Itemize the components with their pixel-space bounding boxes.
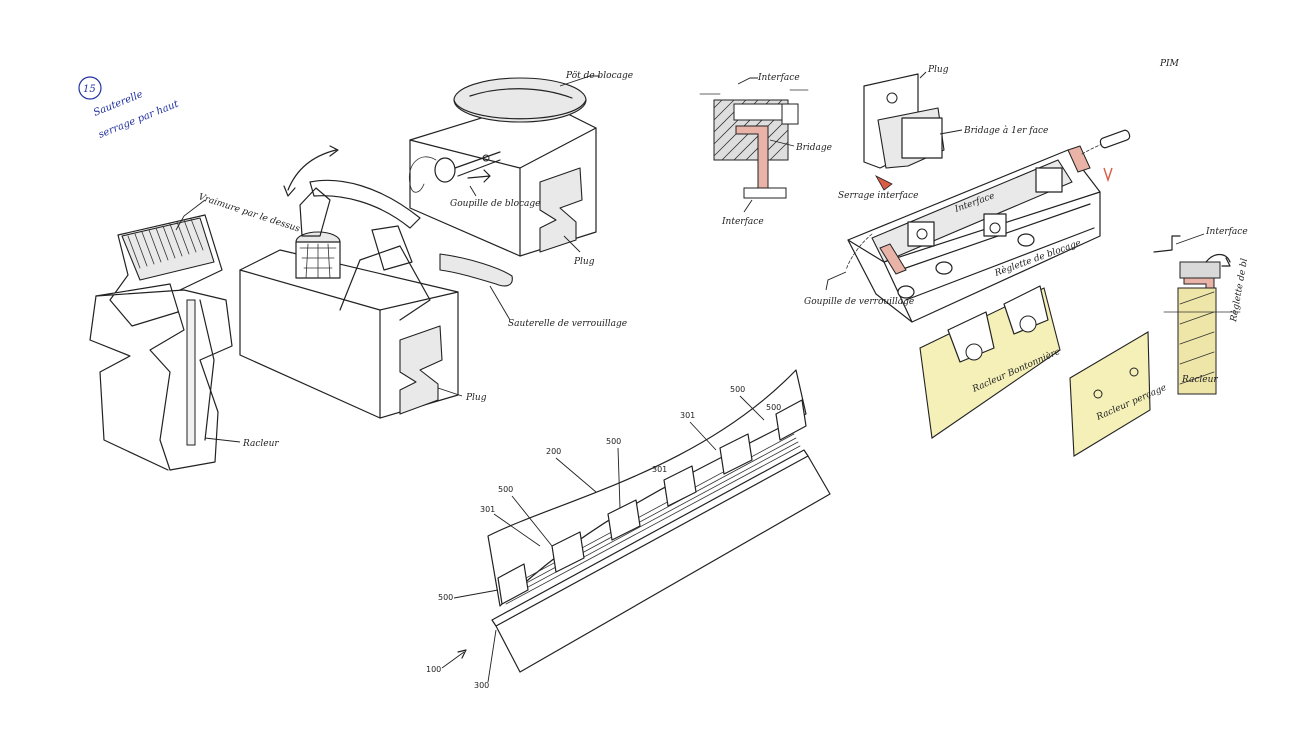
right-label-plug: Plug	[927, 65, 949, 75]
blade-clips	[497, 399, 807, 605]
scrapers-sketch: Racleur Bontonnière Racleur perçage	[919, 285, 1168, 457]
clamp-handle	[439, 253, 513, 287]
ref-500-c: 500	[606, 437, 621, 446]
ref-100: 100	[426, 665, 441, 674]
ref-500-f: 301	[652, 465, 667, 474]
far-right-label-rail: Règlette de bl	[1228, 257, 1250, 323]
far-right-label-interface: Interface	[1205, 227, 1248, 237]
section-detail-sketch: Interface Bridage Interface	[699, 73, 832, 227]
scraper-drilled	[1069, 331, 1151, 457]
section-label-interface-bottom: Interface	[721, 217, 764, 227]
lock-pot	[453, 77, 587, 123]
lock-box-label-pin: Goupille de blocage	[450, 199, 541, 209]
ref-200: 200	[546, 447, 561, 456]
section-label-interface: Interface	[757, 73, 800, 83]
note-number-circle	[78, 76, 102, 100]
right-label-bridage: Bridage à 1er face	[963, 125, 1048, 136]
far-right-sketch: Interface Règlette de bl Racleur	[1153, 227, 1250, 395]
clamp-assembly-sketch: Sauterelle de verrouillage Plug	[239, 145, 627, 419]
right-red-pad-left	[879, 243, 907, 275]
right-label-pin: Goupille de verrouillage	[804, 297, 914, 307]
scraper-base	[495, 455, 831, 673]
patent-figure: 500 301 200 500 301 500 500 500 301 300 …	[426, 369, 831, 690]
clamp-label-handle: Sauterelle de verrouillage	[508, 319, 627, 329]
left-block-teeth	[127, 218, 204, 269]
ref-500-b: 500	[498, 485, 513, 494]
corner-mark: PIM	[1159, 59, 1180, 69]
ref-500-a: 500	[438, 593, 453, 602]
ref-301-c: 300	[474, 681, 489, 690]
lock-box-label-top: Pöt de blocage	[565, 71, 633, 81]
patent-refs: 500 301 200 500 301 500 500 500 301 300 …	[426, 385, 781, 690]
left-block-label-bottom: Racleur	[242, 439, 279, 449]
ref-301-b: 301	[680, 411, 695, 420]
racleur-blade-left	[186, 299, 196, 446]
right-red-pad-right	[1067, 145, 1091, 173]
clamp-label-plug: Plug	[465, 393, 487, 403]
far-right-scraper	[1177, 287, 1217, 395]
lock-box-label-plug: Plug	[573, 257, 595, 267]
ref-500-e: 500	[766, 403, 781, 412]
ref-500-d: 500	[730, 385, 745, 394]
lock-box-sketch: Pöt de blocage Goupille de blocage Plug	[408, 71, 633, 267]
note-number: 15	[83, 84, 96, 95]
right-label-serrage: Serrage interface	[838, 191, 918, 201]
right-assembly-sketch: Plug Bridage à 1er face Serrage interfac…	[804, 65, 1131, 323]
section-label-bridage: Bridage	[795, 143, 832, 153]
far-right-label-scraper: Racleur	[1181, 375, 1218, 385]
left-block-label-top: Vraimure par le dessus	[197, 192, 301, 234]
handwritten-note: 15 Sauterelle serrage par haut	[78, 76, 181, 141]
ref-301-a: 301	[480, 505, 495, 514]
